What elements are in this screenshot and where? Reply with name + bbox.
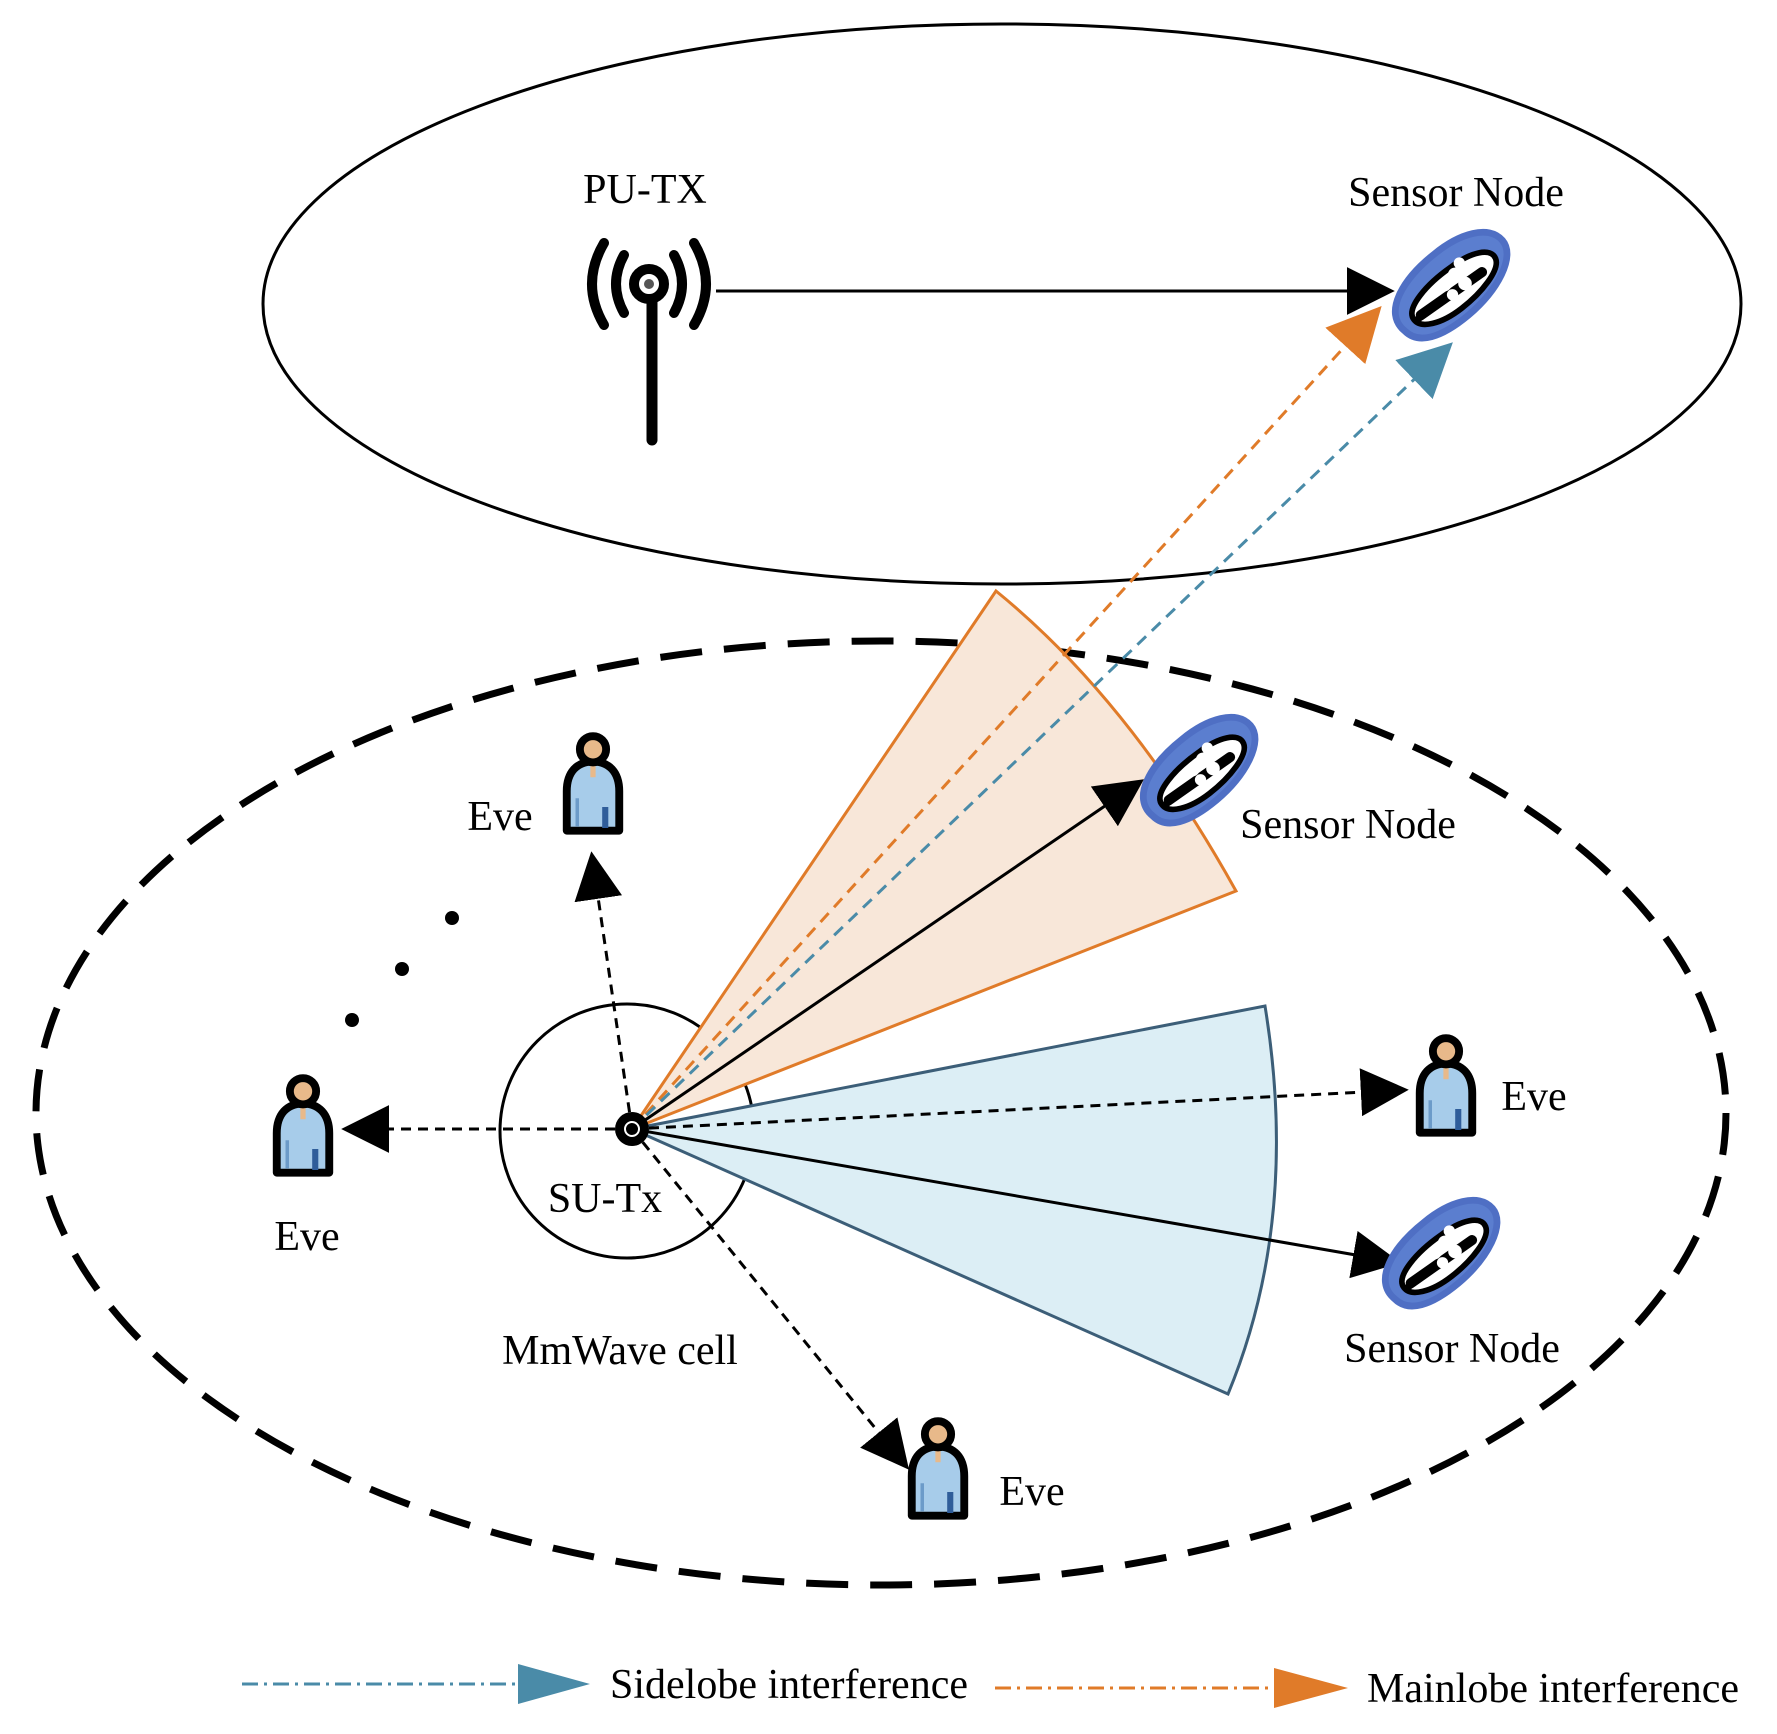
mainlobe-interference-arrow: [630, 306, 1382, 1131]
antenna-tower-icon: [587, 238, 711, 446]
eavesdropper-person-icon: [277, 1078, 330, 1173]
eve-label-left: Eve: [274, 1214, 339, 1260]
su-tx-label: SU-Tx: [548, 1176, 662, 1222]
eve-arrow-right: [631, 1068, 1409, 1131]
eve-label-right: Eve: [1501, 1074, 1566, 1120]
su-link-arrow-lower: [631, 1127, 1401, 1279]
sensor-device-icon: [1385, 1200, 1497, 1306]
legend-sidelobe-label: Sidelobe interference: [610, 1662, 968, 1708]
more-eves-ellipsis: [345, 911, 459, 1027]
mmwave-cell-boundary: [32, 637, 1730, 1589]
sensor-device-icon: [1395, 232, 1507, 338]
eve-label-top: Eve: [467, 794, 532, 840]
main-beam-sector: [628, 588, 1239, 1133]
eavesdropper-person-icon: [567, 736, 620, 831]
sensor-node-label-middle: Sensor Node: [1240, 802, 1456, 848]
sensor-node-label-top: Sensor Node: [1348, 170, 1564, 216]
pu-tx-label: PU-TX: [583, 167, 707, 213]
side-beam-sector: [627, 1004, 1278, 1396]
eve-arrow-top: [574, 851, 634, 1130]
sensor-device-icon: [1143, 717, 1255, 823]
su-tx-node: [615, 1112, 649, 1146]
eavesdropper-person-icon: [1420, 1038, 1473, 1133]
legend: Sidelobe interference Mainlobe interfere…: [242, 1662, 1739, 1712]
legend-mainlobe-arrowhead: [1274, 1668, 1348, 1708]
legend-sidelobe-arrowhead: [518, 1664, 590, 1704]
sidelobe-interference-arrow: [630, 342, 1453, 1131]
mmwave-cell-label: MmWave cell: [502, 1328, 738, 1374]
eavesdropper-person-icon: [912, 1421, 965, 1516]
primary-network-boundary: [261, 22, 1743, 586]
legend-mainlobe-label: Mainlobe interference: [1367, 1666, 1739, 1712]
sensor-node-label-bottom: Sensor Node: [1344, 1326, 1560, 1372]
eve-arrow-bottom: [630, 1128, 910, 1470]
su-link-arrow-upper: [631, 779, 1144, 1131]
eve-label-bottom: Eve: [999, 1469, 1064, 1515]
